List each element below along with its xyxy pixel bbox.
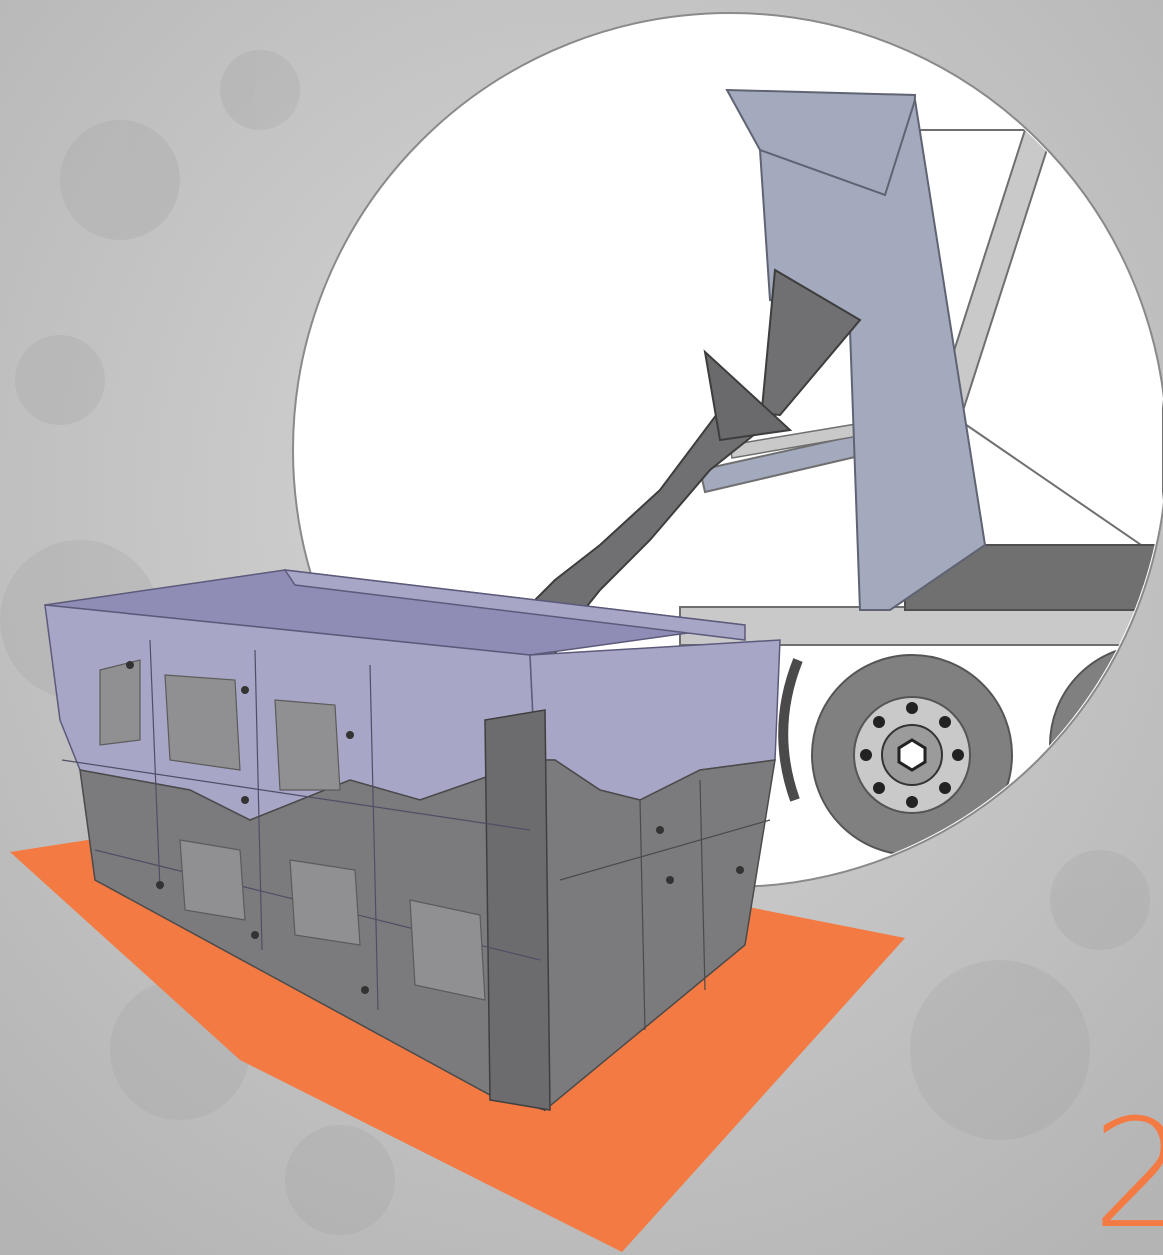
truck-chassis <box>680 607 1163 645</box>
step-number: 2 <box>1092 1100 1163 1250</box>
